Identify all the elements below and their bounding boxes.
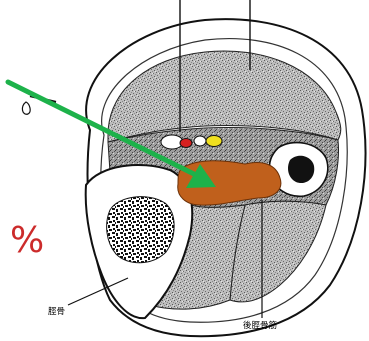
percent-mark: % bbox=[10, 220, 44, 261]
fibula-marrow bbox=[288, 156, 314, 183]
vessel-white-2 bbox=[194, 136, 206, 146]
artery-red bbox=[180, 139, 192, 148]
needle-icon bbox=[22, 102, 30, 114]
vein-yellow bbox=[206, 136, 222, 147]
tibia-label: 脛骨 bbox=[48, 307, 65, 317]
tibialis-posterior-label: 後脛骨筋 bbox=[243, 320, 277, 331]
tibia-marrow bbox=[107, 197, 175, 263]
